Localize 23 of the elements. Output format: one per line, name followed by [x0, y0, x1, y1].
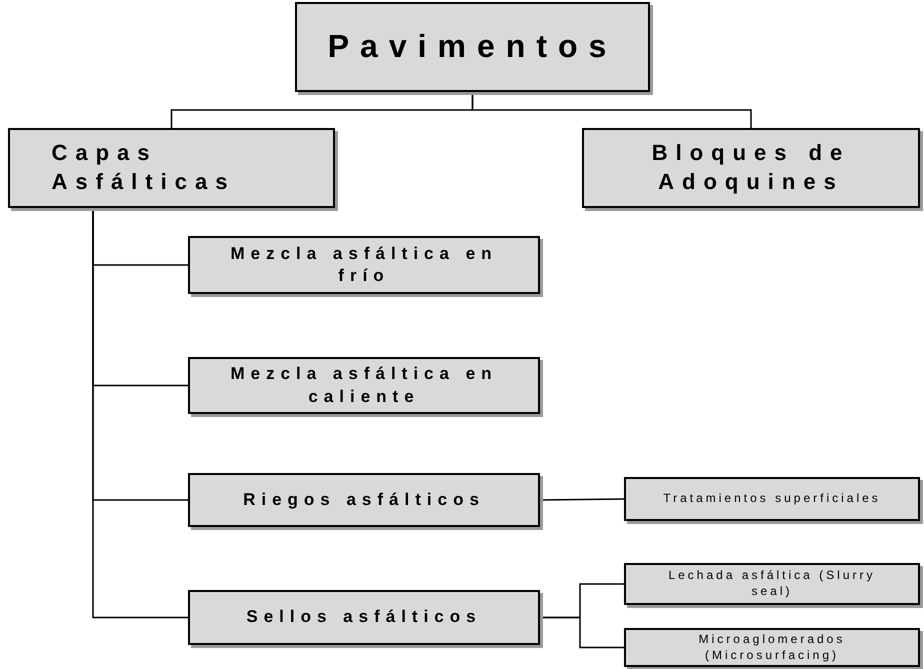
box-label: Lechada asfáltica (Slurry seal): [667, 568, 877, 600]
box-label: Riegos asfálticos: [243, 488, 485, 511]
process-box: [624, 628, 920, 667]
connector-line: [472, 92, 752, 128]
process-box: [624, 563, 920, 605]
box-label: Sellos asfálticos: [246, 606, 482, 628]
title-box: [295, 2, 650, 92]
process-box: [188, 236, 540, 294]
process-box: [188, 357, 540, 414]
process-box: [188, 473, 540, 527]
connector-line: [540, 616, 624, 648]
box-label: Tratamientos superficiales: [663, 491, 881, 507]
process-box: [188, 590, 540, 645]
box-label: Bloques de Adoquines: [650, 139, 852, 196]
category-box: [582, 128, 920, 208]
box-label: Mezcla asfáltica en caliente: [229, 363, 499, 408]
box-label: Pavimentos: [328, 27, 618, 66]
process-box: [624, 477, 920, 521]
category-box: [8, 128, 335, 208]
box-label: Mezcla asfáltica en frío: [229, 242, 499, 287]
connector-line: [92, 208, 188, 618]
box-label: Microaglomerados (Microsurfacing): [698, 632, 846, 664]
box-label: Capas Asfálticas: [52, 139, 236, 196]
